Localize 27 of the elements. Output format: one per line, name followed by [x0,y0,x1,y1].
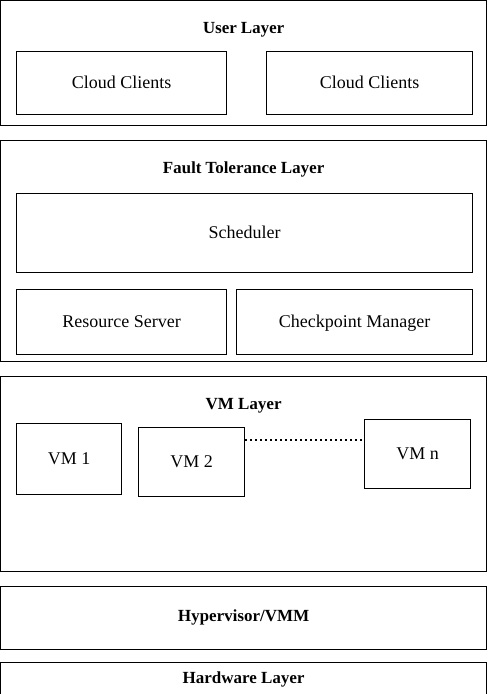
component-box [16,289,227,355]
component-box [138,427,245,497]
component-label: VM 2 [170,452,213,472]
component-box [16,51,227,115]
layer-title: Fault Tolerance Layer [162,159,324,178]
component-label: VM 1 [48,449,90,469]
layer-box [0,0,487,126]
component-label: Cloud Clients [72,73,172,93]
component-label: Checkpoint Manager [278,312,430,332]
component-box [266,51,473,115]
dotted-connector [245,439,362,441]
component-label: Cloud Clients [320,73,420,93]
component-box [236,289,473,355]
component-box [16,193,473,273]
layer-box [0,662,487,694]
layer-title: User Layer [202,19,284,38]
component-box [364,419,471,489]
component-label: Scheduler [208,223,280,243]
layer-title: Hardware Layer [182,669,304,688]
layer-title: VM Layer [205,395,282,414]
layer-title: Hypervisor/VMM [178,607,310,626]
component-label: VM n [396,444,439,464]
component-box [16,423,122,495]
layer-box [0,140,487,362]
layer-box [0,376,487,572]
component-label: Resource Server [62,312,181,332]
layer-box [0,586,487,650]
